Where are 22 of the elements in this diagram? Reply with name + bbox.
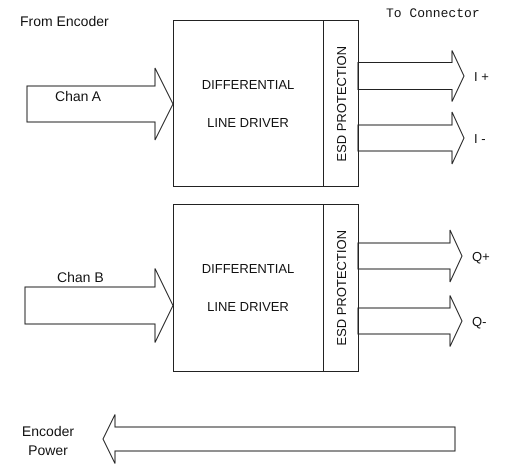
protection-label: ESD PROTECTION xyxy=(334,230,349,346)
signal-label: I - xyxy=(474,128,504,148)
bus-arrow xyxy=(358,50,465,102)
protection-label: ESD PROTECTION xyxy=(334,46,349,162)
bus-arrow xyxy=(358,295,463,347)
bus-arrow xyxy=(26,68,174,140)
signal-label: Q+ xyxy=(472,246,502,266)
driver-box xyxy=(173,20,359,187)
note-label: To Connector xyxy=(386,6,480,21)
bus-arrow xyxy=(102,414,456,464)
driver-label: DIFFERENTIAL LINE DRIVER xyxy=(200,76,296,132)
signal-label: Encoder Power xyxy=(8,421,88,461)
note-label: From Encoder xyxy=(20,13,109,29)
bus-arrow xyxy=(358,230,463,282)
signal-label: I + xyxy=(474,66,504,86)
bus-arrow xyxy=(24,268,174,343)
driver-label: DIFFERENTIAL LINE DRIVER xyxy=(200,260,296,316)
edge-label: Chan A xyxy=(55,88,101,104)
edge-label: Chan B xyxy=(57,269,104,285)
signal-label: Q- xyxy=(472,311,502,331)
driver-box xyxy=(173,204,359,372)
bus-arrow xyxy=(358,112,465,164)
